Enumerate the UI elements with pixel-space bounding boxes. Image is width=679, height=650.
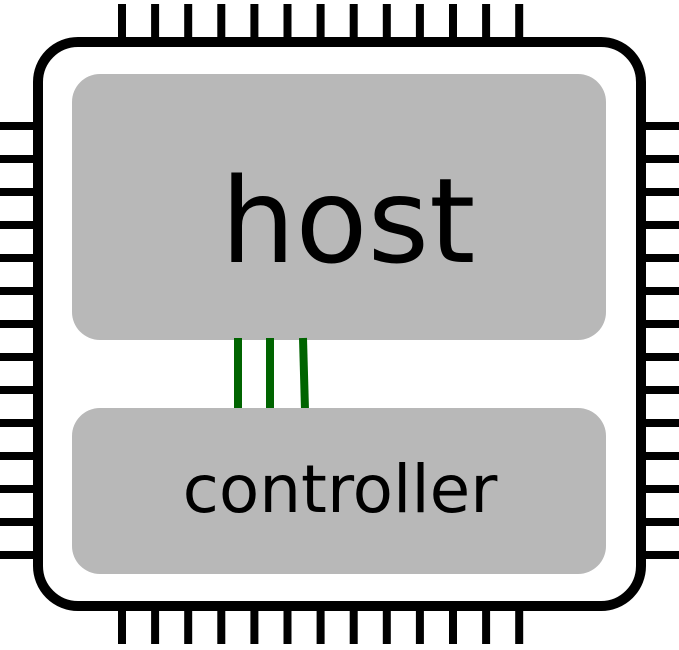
controller-label: controller — [183, 451, 499, 528]
controller-block — [72, 408, 606, 574]
host-block — [72, 74, 606, 340]
host-label: host — [221, 152, 476, 290]
bus-line — [299, 337, 309, 411]
host-controller-bus — [234, 337, 309, 411]
